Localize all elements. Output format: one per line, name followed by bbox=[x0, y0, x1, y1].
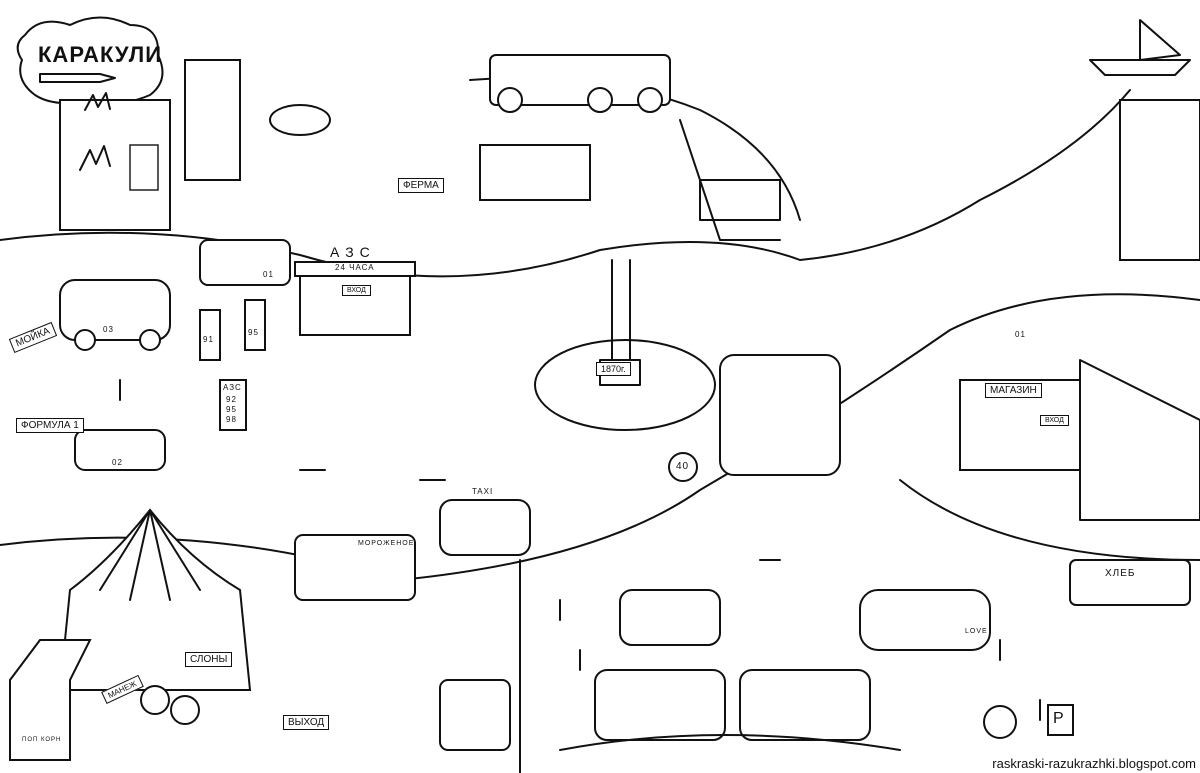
watermark: raskraski-razukrazhki.blogspot.com bbox=[992, 756, 1196, 771]
shop-entrance-sign: ВХОД bbox=[1040, 415, 1069, 426]
speed-limit-value: 40 bbox=[676, 461, 690, 472]
speed-limit-sign bbox=[668, 452, 698, 482]
exit-sign: ВЫХОД bbox=[283, 715, 330, 730]
parking-sign bbox=[1047, 704, 1074, 736]
fire-truck bbox=[199, 239, 291, 286]
elephants-sign: СЛОНЫ bbox=[185, 652, 233, 667]
ice-cream-sign: МОРОЖЕНОЕ bbox=[358, 540, 415, 547]
lane-markings bbox=[119, 379, 1041, 721]
monument bbox=[599, 259, 641, 386]
fire bbox=[79, 92, 111, 171]
turn-sign bbox=[983, 705, 1017, 739]
road bbox=[0, 293, 1200, 581]
taxi bbox=[439, 499, 531, 556]
crane bbox=[679, 119, 781, 241]
ice-cream-van bbox=[294, 534, 416, 601]
ambulance-number: 03 bbox=[103, 325, 114, 334]
gas-station-sign: А З С bbox=[330, 244, 371, 260]
popcorn-label: ПОП КОРН bbox=[22, 737, 62, 743]
fuel-pump bbox=[199, 309, 221, 361]
pump-number: 95 bbox=[248, 328, 259, 337]
fuel-price-board bbox=[219, 379, 247, 431]
fire-van-number: 01 bbox=[1015, 330, 1026, 339]
burning-house bbox=[59, 99, 171, 231]
police-car-number: 02 bbox=[112, 458, 123, 467]
bread-sign: ХЛЕБ bbox=[1105, 568, 1136, 579]
parking-label: P bbox=[1053, 710, 1065, 727]
boat bbox=[1089, 19, 1191, 76]
formula1-sign: ФОРМУЛА 1 bbox=[16, 418, 84, 433]
police-car bbox=[74, 429, 166, 471]
love-label: LOVE bbox=[965, 628, 988, 635]
window bbox=[129, 144, 159, 191]
logo-cloud bbox=[16, 16, 164, 105]
tall-building bbox=[1119, 99, 1200, 261]
brick-pile bbox=[479, 144, 591, 201]
hippie-van bbox=[859, 589, 991, 651]
tower-building bbox=[184, 59, 241, 181]
tram bbox=[739, 669, 871, 741]
popcorn-stand bbox=[9, 639, 92, 761]
delivery-truck bbox=[439, 679, 511, 751]
ambulance bbox=[59, 279, 171, 341]
bread-van bbox=[1069, 559, 1191, 606]
farm-sign: ФЕРМА bbox=[398, 178, 444, 193]
entrance-sign: ВХОД bbox=[342, 285, 371, 296]
balloon bbox=[140, 685, 170, 715]
taxi-sign: TAXI bbox=[472, 487, 494, 496]
balloon bbox=[170, 695, 200, 725]
pencil-icon bbox=[39, 73, 116, 83]
bus bbox=[619, 589, 721, 646]
tram bbox=[594, 669, 726, 741]
road bbox=[519, 479, 1200, 773]
circus-tent bbox=[58, 508, 252, 691]
logo: КАРАКУЛИ bbox=[38, 42, 163, 67]
cow bbox=[269, 104, 331, 136]
fuel-board-title: АЗС bbox=[223, 383, 242, 392]
fuel-price: 98 bbox=[226, 415, 237, 424]
fuel-price: 95 bbox=[226, 405, 237, 414]
monument-square bbox=[534, 339, 716, 431]
dump-truck bbox=[489, 54, 671, 106]
fuel-pump bbox=[244, 299, 266, 351]
monument-plaque: 1870г. bbox=[596, 362, 631, 376]
shop-sign: МАГАЗИН bbox=[985, 383, 1042, 398]
fire-truck-number: 01 bbox=[263, 270, 274, 279]
double-decker-bus bbox=[719, 354, 841, 476]
pump-number: 91 bbox=[203, 335, 214, 344]
open-24h-label: 24 ЧАСА bbox=[335, 263, 375, 272]
fuel-price: 92 bbox=[226, 395, 237, 404]
gas-station-building bbox=[299, 274, 411, 336]
